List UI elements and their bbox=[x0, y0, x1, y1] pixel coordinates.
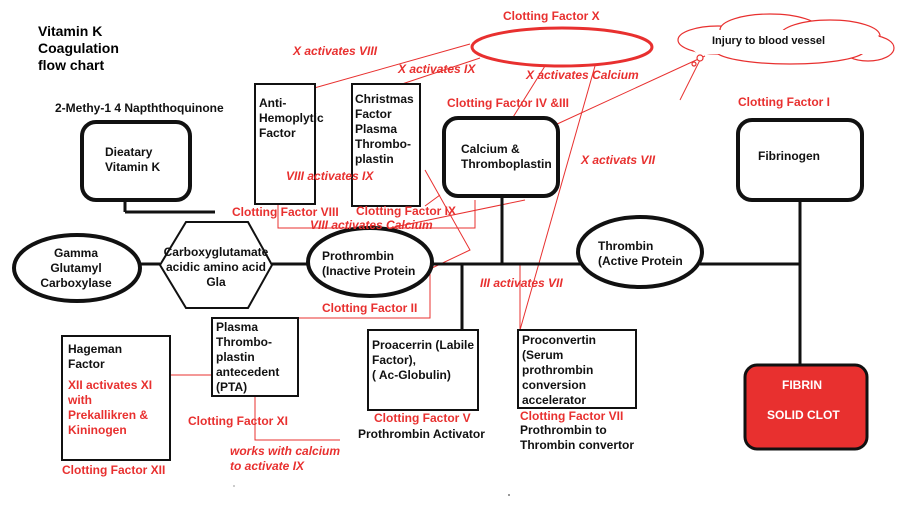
christmas-factor-node bbox=[351, 83, 421, 207]
factor-v-label: Clotting Factor V bbox=[374, 411, 471, 425]
connector-pta-calcium bbox=[254, 395, 340, 441]
thrombin-convertor-label: Prothrombin to Thrombin convertor bbox=[520, 423, 635, 452]
fibrin-label: FIBRIN bbox=[782, 378, 822, 392]
source-label: 2-Methy-1 4 Napththoquinone bbox=[55, 101, 224, 115]
anti-hemophilic-factor-node bbox=[254, 83, 316, 205]
fibrin-clot-node bbox=[743, 363, 869, 451]
factor-xi-label: Clotting Factor XI bbox=[188, 414, 288, 428]
solid-clot-label: SOLID CLOT bbox=[767, 408, 840, 422]
factor-ix-label: Clotting Factor IX bbox=[356, 204, 456, 218]
hageman-label: Hageman Factor bbox=[68, 342, 123, 371]
dietary-vitamin-k-node bbox=[80, 120, 192, 202]
viii-activates-calcium-note: VIII activates Calcium bbox=[310, 218, 433, 232]
connector-christmas-prothrombin bbox=[424, 169, 471, 269]
connector-x-vii bbox=[519, 65, 596, 331]
thrombin-node bbox=[576, 215, 704, 289]
fibrinogen-node bbox=[736, 118, 864, 202]
x-activates-calcium-note: X activates Calcium bbox=[526, 68, 639, 82]
factor-ii-label: Clotting Factor II bbox=[322, 301, 418, 315]
carboxyglutamate-label: Carboxyglutamate acidic amino acid Gla bbox=[163, 245, 269, 289]
viii-activates-ix-note: VIII activates IX bbox=[286, 169, 374, 183]
chart-title: Vitamin K Coagulation flow chart bbox=[38, 23, 119, 73]
factor-viii-label: Clotting Factor VIII bbox=[232, 205, 339, 219]
gamma-glutamyl-label: Gamma Glutamyl Carboxylase bbox=[40, 246, 112, 290]
factor-i-label: Clotting Factor I bbox=[738, 95, 830, 109]
x-activates-vii-note: X activats VII bbox=[581, 153, 656, 167]
connector-x-viii bbox=[299, 43, 471, 93]
connector-x-calcium bbox=[509, 65, 546, 123]
pta-label: Plasma Thrombo- plastin antecedent (PTA) bbox=[216, 320, 280, 394]
proconvertin-label: Proconvertin (Serum prothrombin conversi… bbox=[522, 333, 597, 407]
clotting-factor-x-ellipse bbox=[470, 26, 654, 68]
prothrombin-activator-label: Prothrombin Activator bbox=[358, 427, 485, 441]
connector-cloud-vii bbox=[679, 59, 701, 101]
pta-node bbox=[211, 317, 299, 397]
x-activates-viii-note: X activates VIII bbox=[293, 44, 378, 58]
calcium-thromboplastin-label: Calcium & Thromboplastin bbox=[461, 142, 552, 171]
prothrombin-node bbox=[306, 226, 434, 298]
x-activates-ix-note: X activates IX bbox=[398, 62, 476, 76]
hageman-factor-node bbox=[61, 335, 171, 461]
calcium-thromboplastin-node bbox=[442, 116, 560, 198]
proconvertin-node bbox=[517, 329, 637, 409]
injury-label: Injury to blood vessel bbox=[712, 35, 826, 47]
anti-hemophilic-label: Anti- Hemoplytic Factor bbox=[259, 96, 324, 140]
proacerrin-label: Proacerrin (Labile Factor), ( Ac-Globuli… bbox=[372, 338, 475, 382]
factor-xii-label: Clotting Factor XII bbox=[62, 463, 166, 477]
connector-ii-pta bbox=[255, 270, 431, 319]
factor-iv-iii-label: Clotting Factor IV &III bbox=[447, 96, 569, 110]
proacerrin-node bbox=[367, 329, 479, 411]
prothrombin-label: Prothrombin (Inactive Protein bbox=[322, 249, 416, 278]
dietary-vitamin-k-label: Dieatary Vitamin K bbox=[105, 145, 161, 174]
factor-vii-label: Clotting Factor VII bbox=[520, 409, 624, 423]
factor-x-label: Clotting Factor X bbox=[503, 9, 600, 23]
injury-cloud-shape bbox=[677, 13, 895, 67]
thrombin-label: Thrombin (Active Protein bbox=[598, 239, 683, 268]
connector-cloud-calcium bbox=[554, 55, 706, 126]
works-with-calcium-note: works with calcium to activate IX bbox=[230, 444, 341, 473]
hageman-note: XII activates XI with Prekallikren & Kin… bbox=[68, 378, 153, 437]
iii-activates-vii-note: III activates VII bbox=[480, 276, 563, 290]
carboxyglutamate-hexagon bbox=[158, 221, 274, 309]
gamma-glutamyl-carboxylase-node bbox=[12, 233, 142, 303]
fibrinogen-label: Fibrinogen bbox=[758, 149, 820, 163]
christmas-factor-label: Christmas Factor Plasma Thrombo- plastin bbox=[355, 92, 414, 166]
connector-ix-calcium bbox=[424, 194, 441, 207]
